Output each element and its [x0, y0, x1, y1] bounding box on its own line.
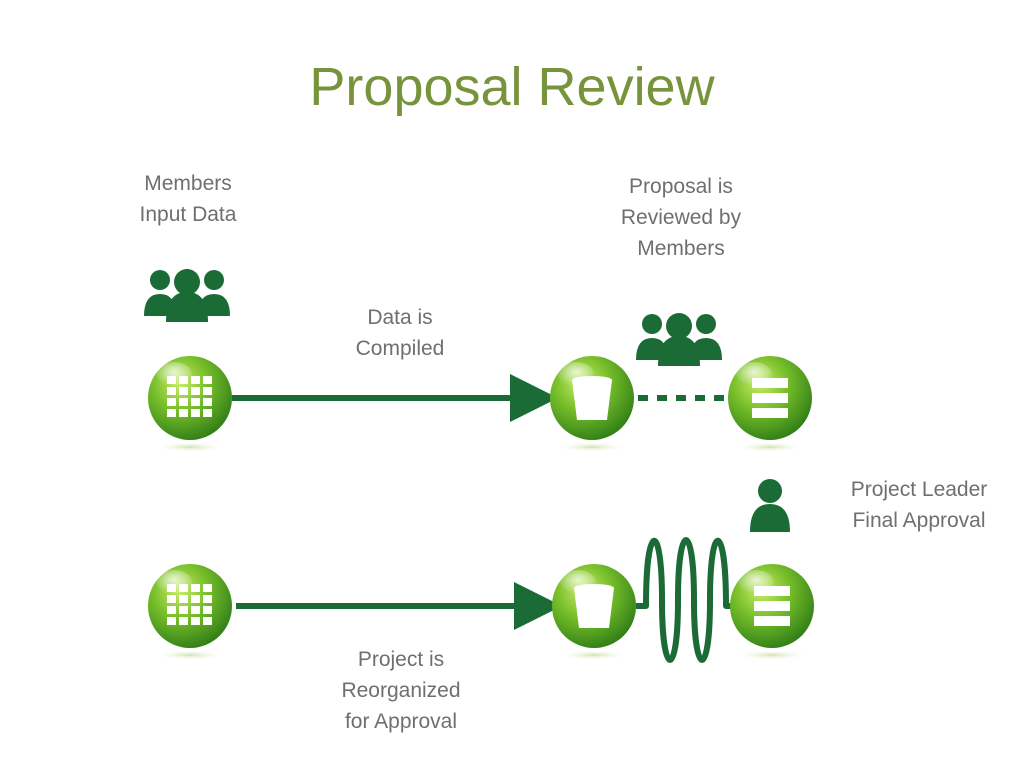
- wavy-connector: [636, 537, 734, 663]
- label-data-compiled: Data is Compiled: [355, 306, 445, 360]
- grid-icon: [148, 356, 232, 452]
- grid-icon: [148, 564, 232, 660]
- list-icon: [730, 564, 814, 660]
- label-proposal-reviewed: Proposal is Reviewed by Members: [620, 175, 742, 260]
- group-icon: [144, 269, 230, 322]
- person-icon: [750, 479, 790, 532]
- cup-icon: [552, 564, 636, 660]
- label-project-reorganized: Project is Reorganized for Approval: [341, 648, 461, 733]
- group-icon: [636, 313, 722, 366]
- label-members-input: Members Input Data: [139, 172, 237, 226]
- list-icon: [728, 356, 812, 452]
- page-title: Proposal Review: [309, 57, 715, 117]
- label-project-leader: Project Leader Final Approval: [850, 478, 988, 532]
- cup-icon: [550, 356, 634, 452]
